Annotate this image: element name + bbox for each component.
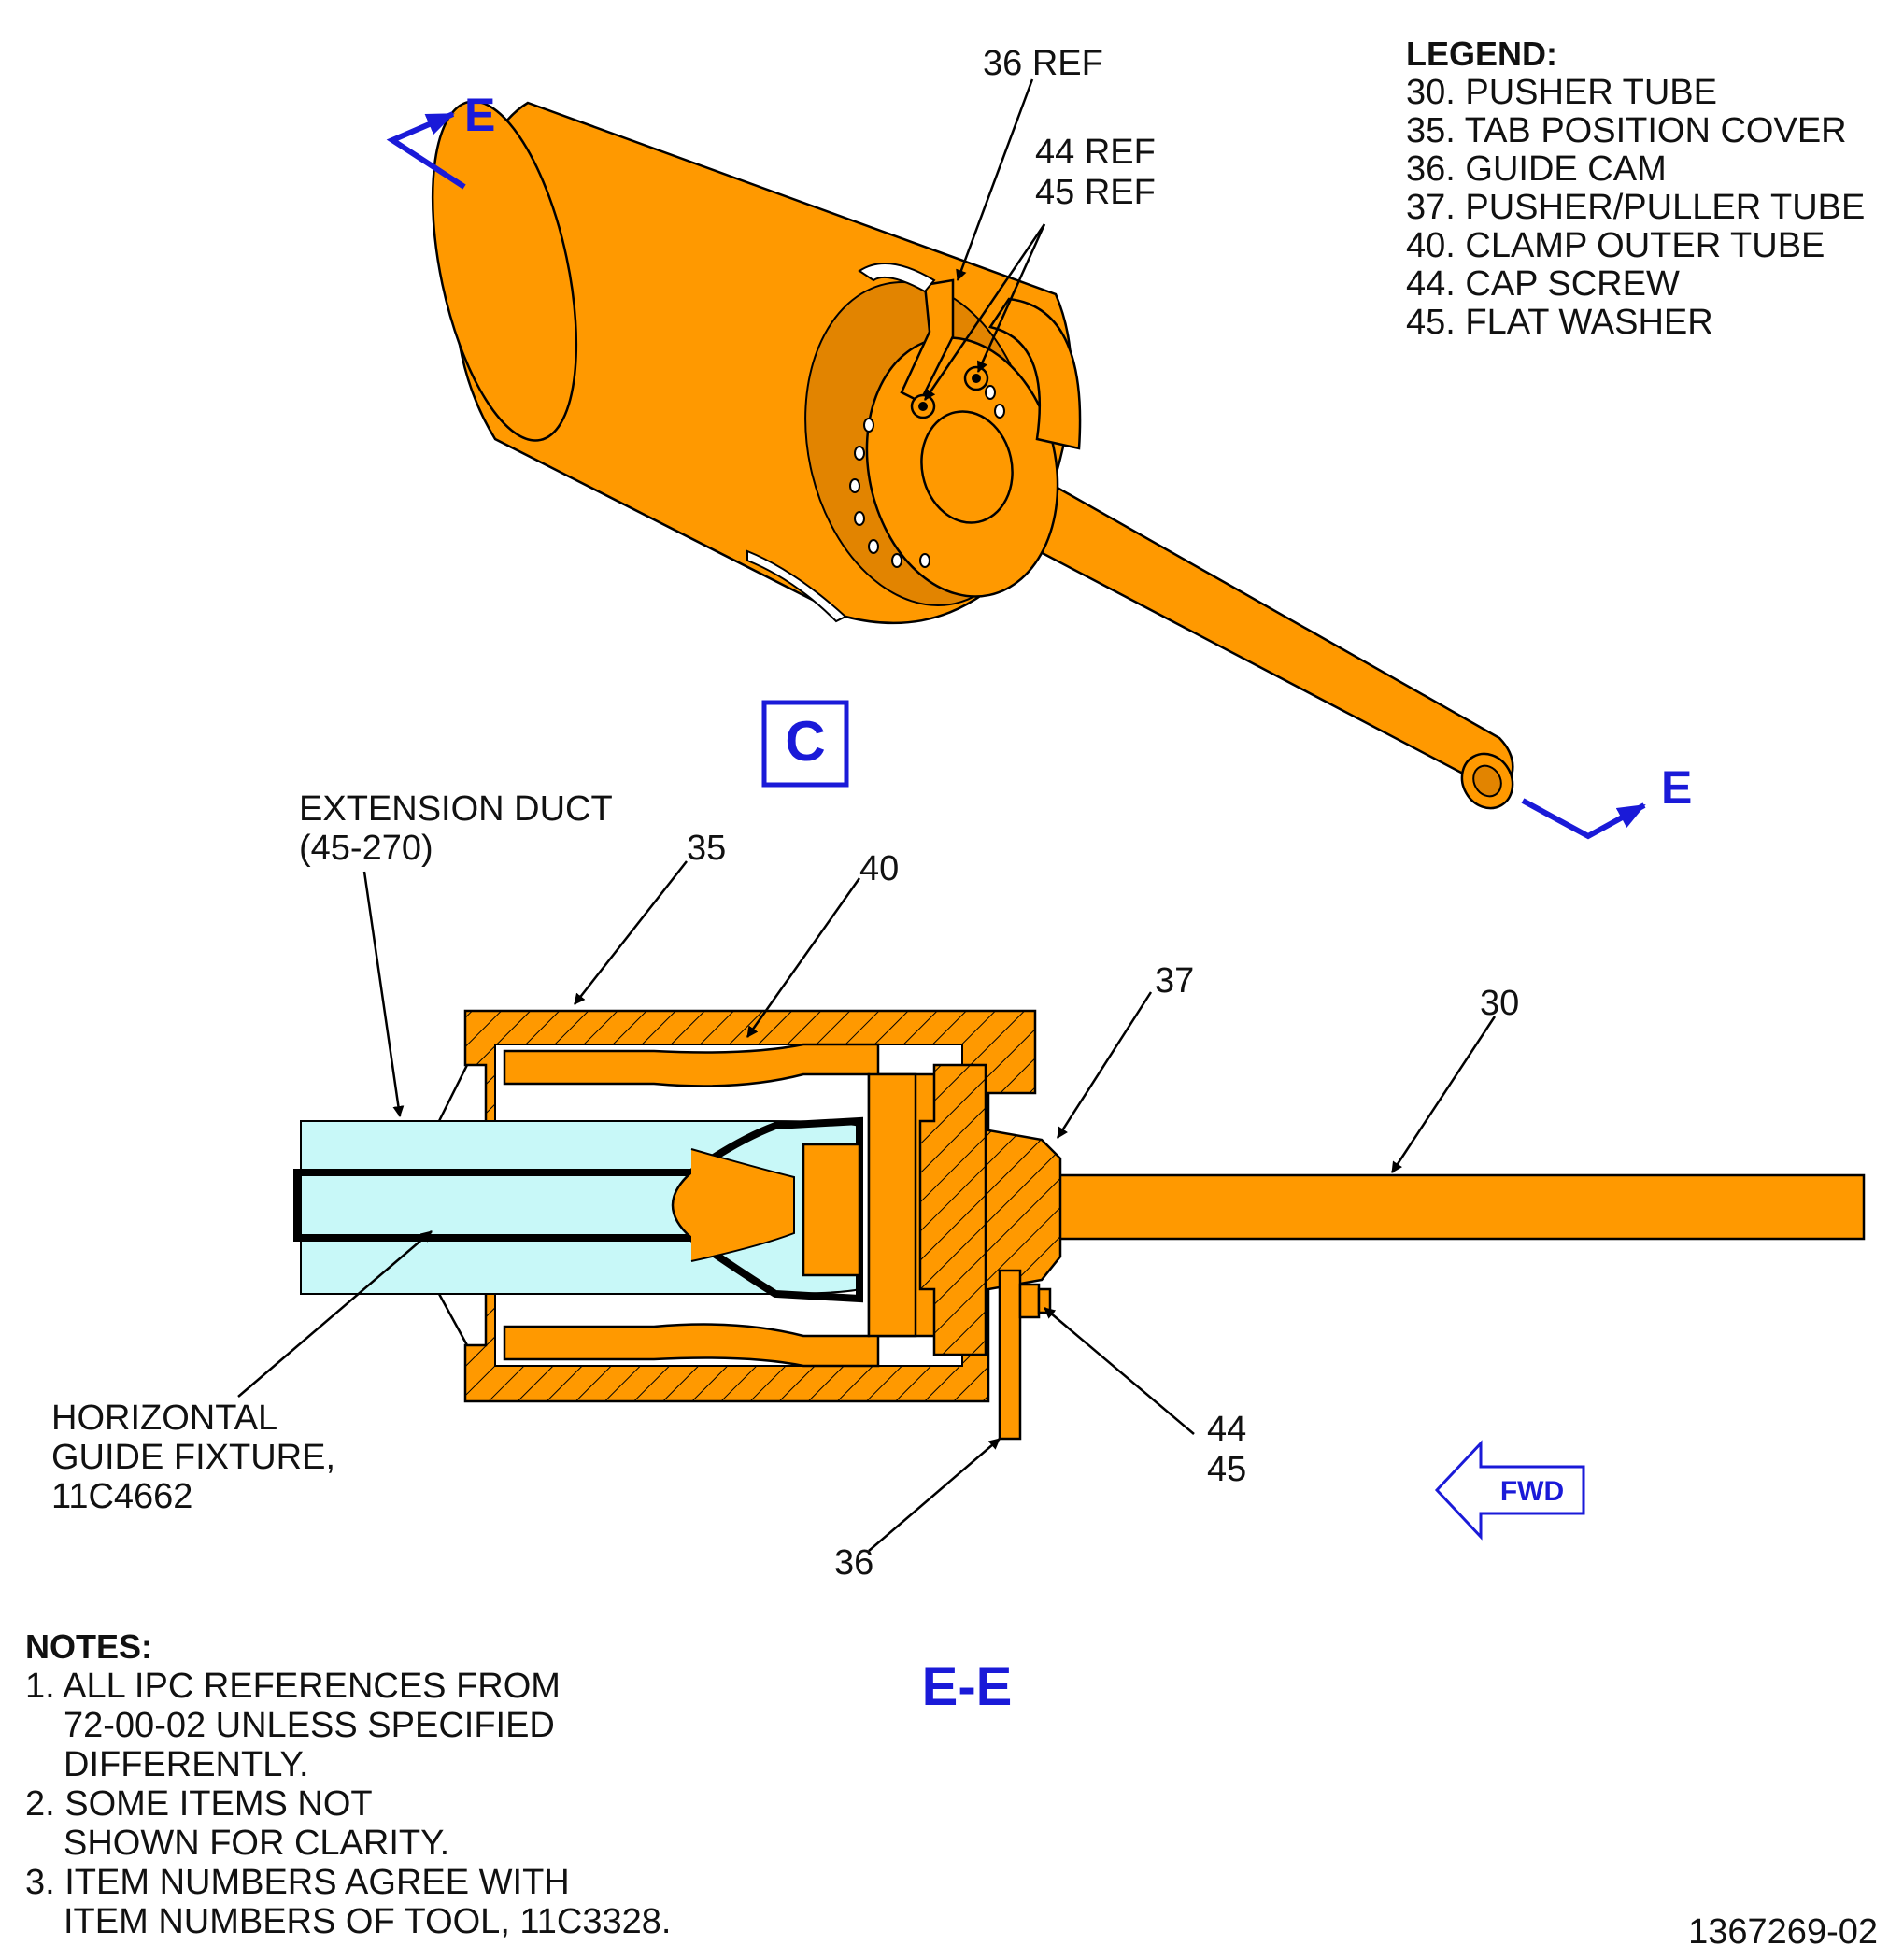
callout-30: 30 [1480,984,1519,1023]
notes-title: NOTES: [25,1627,152,1666]
callout-fixture-line3: 11C4662 [51,1477,192,1516]
note-line: SHOWN FOR CLARITY. [64,1824,449,1863]
cylinder-rear-face [431,100,578,442]
legend-item: 44. CAP SCREW [1406,264,1680,304]
legend-item: 37. PUSHER/PULLER TUBE [1406,188,1865,227]
cap-screws [910,365,989,419]
figure-number: 1367269-02 [1688,1912,1878,1952]
leader-44-45 [1044,1307,1195,1435]
callout-40: 40 [859,849,899,888]
callout-36: 36 [834,1543,873,1583]
leader-40 [746,877,861,1038]
svg-text:C: C [785,710,825,773]
pusher-tube-section [909,1173,1866,1241]
legend-item: 30. PUSHER TUBE [1406,73,1717,112]
svg-text:E: E [1661,761,1692,814]
forward-arrow-icon: FWD [1434,1440,1585,1541]
leader-36-ref [956,78,1034,281]
isometric-view: 36 REF 44 REF 45 REF E E C [386,44,1692,840]
section-marker-lower: E [1521,761,1692,840]
guide-cam-section [998,1269,1022,1441]
note-line: 1. ALL IPC REFERENCES FROM [25,1667,561,1706]
leader-44-ref [923,223,1046,401]
callout-45: 45 [1207,1450,1246,1489]
guide-slot [858,263,936,293]
inner-hub [920,410,1014,524]
callout-fixture-line1: HORIZONTAL [51,1399,277,1438]
legend-item: 36. GUIDE CAM [1406,149,1667,189]
leader-guide-fixture [237,1230,433,1398]
note-line: 3. ITEM NUMBERS AGREE WITH [25,1863,570,1902]
legend-title: LEGEND: [1406,35,1557,73]
leader-extension-duct [362,871,405,1117]
section-marker-upper: E [386,89,495,190]
leader-45-ref [976,223,1046,373]
bolt-hole-ring [849,385,1005,568]
note-line: 72-00-02 UNLESS SPECIFIED [64,1706,555,1745]
tab-position-cover-flap [987,297,1082,450]
callout-extension-duct: EXTENSION DUCT [299,789,613,829]
leader-37 [1056,991,1153,1139]
callout-45-ref: 45 REF [1035,173,1156,212]
callout-44-ref: 44 REF [1035,133,1156,172]
legend-item: 35. TAB POSITION COVER [1406,111,1847,150]
note-line: 2. SOME ITEMS NOT [25,1784,373,1824]
cap-screw-section [1018,1283,1041,1319]
fwd-label: FWD [1500,1476,1564,1507]
puller-cap-block [802,1143,861,1277]
notes: NOTES: 1. ALL IPC REFERENCES FROM 72-00-… [25,1627,671,1941]
section-view-title: E-E [922,1656,1013,1717]
leader-35 [574,860,688,1005]
callout-extension-duct-part: (45-270) [299,829,433,868]
legend-item: 40. CLAMP OUTER TUBE [1406,226,1825,265]
note-line: ITEM NUMBERS OF TOOL, 11C3328. [64,1902,671,1941]
view-label-c: C [761,700,849,788]
callout-35: 35 [687,829,726,868]
leader-36 [868,1438,1001,1552]
note-line: DIFFERENTLY. [64,1745,309,1784]
callout-fixture-line2: GUIDE FIXTURE, [51,1438,335,1477]
callout-36-ref: 36 REF [983,44,1103,83]
leader-30 [1390,1016,1497,1173]
section-view: EXTENSION DUCT (45-270) 35 40 37 30 44 4… [51,789,1866,1717]
legend: LEGEND: 30. PUSHER TUBE 35. TAB POSITION… [1406,35,1865,342]
callout-44: 44 [1207,1410,1246,1449]
callout-37: 37 [1155,961,1194,1001]
svg-text:E: E [464,89,495,141]
legend-item: 45. FLAT WASHER [1406,303,1713,342]
